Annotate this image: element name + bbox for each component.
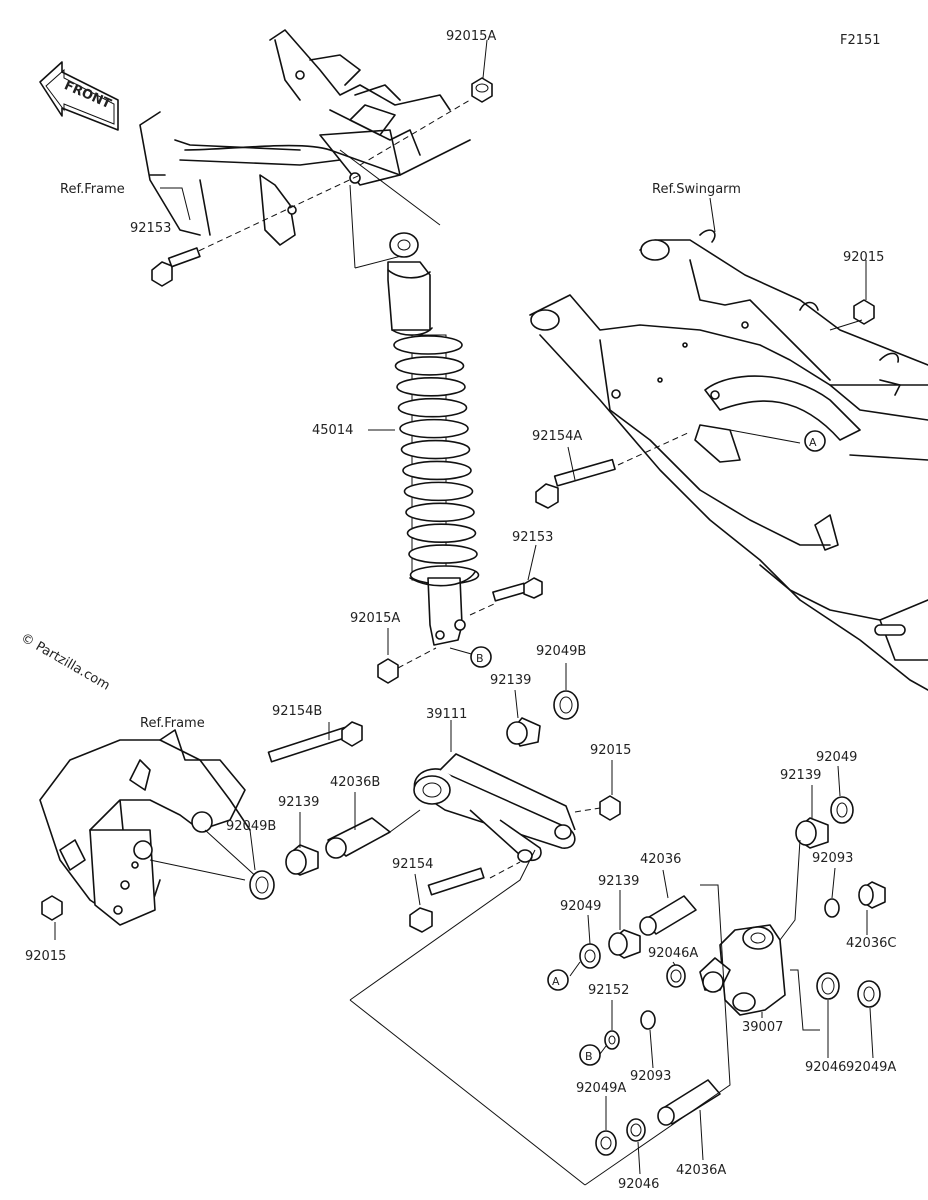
part-42036C: 42036C: [846, 936, 896, 951]
spring-coil: [396, 377, 466, 397]
spring-coil: [402, 460, 472, 481]
part-92049B-mid: 92049B: [536, 644, 586, 659]
part-92139-mid: 92139: [490, 673, 531, 688]
part-92015-mid: 92015: [590, 743, 631, 758]
bolt-92154B: [267, 721, 363, 763]
callout-b-mid: B: [470, 646, 492, 668]
nut-92015A-mid: [377, 647, 437, 684]
part-92015A-top: 92015A: [446, 29, 496, 44]
callout-a-low: A: [547, 969, 569, 991]
part-92093-low: 92093: [630, 1069, 671, 1084]
bolt-92153-mid: [469, 577, 543, 616]
part-92015A-mid: 92015A: [350, 611, 400, 626]
ref-swingarm: Ref.Swingarm: [652, 182, 741, 197]
washer-92152: [604, 1030, 620, 1050]
seal-92093-right: [824, 898, 840, 918]
bolt-92154: [409, 861, 521, 933]
part-92152: 92152: [588, 983, 629, 998]
part-92015-top: 92015: [843, 250, 884, 265]
bolt-92153-top: [151, 99, 471, 287]
lower-frame-drawing: [39, 729, 261, 926]
collar-92049B-left: [249, 870, 275, 900]
front-arrow-icon: FRONT: [39, 61, 119, 131]
spring-coil: [406, 523, 477, 543]
part-92046-low: 92046: [618, 1177, 659, 1192]
top-frame-drawing: [139, 29, 471, 269]
sleeve-92139-mid: [506, 717, 541, 747]
ref-frame-top: Ref.Frame: [60, 182, 125, 197]
callout-b-mid-label: B: [476, 652, 484, 665]
assembly-lines: [349, 839, 820, 1186]
part-45014: 45014: [312, 423, 353, 438]
callout-b-low-label: B: [585, 1050, 593, 1063]
collar-42036B: [325, 809, 421, 859]
callout-a-top-label: A: [809, 436, 817, 449]
collar-42036A: [657, 1079, 721, 1126]
nut-92015-mid: [574, 795, 621, 821]
spring-coil: [400, 439, 471, 460]
figure-code: F2151: [840, 33, 881, 48]
part-42036: 42036: [640, 852, 681, 867]
collar-42036C: [858, 881, 886, 909]
collar-92049-right: [830, 796, 854, 824]
callout-a-low-label: A: [552, 975, 560, 988]
part-92154B: 92154B: [272, 704, 322, 719]
part-92049A-right: 92049A: [846, 1060, 896, 1075]
part-92139-left: 92139: [278, 795, 319, 810]
bearing-92046A: [666, 964, 686, 988]
callout-a-top: A: [804, 430, 826, 452]
part-92153-mid: 92153: [512, 530, 553, 545]
part-42036A: 42036A: [676, 1163, 726, 1178]
part-92049-right: 92049: [816, 750, 857, 765]
part-92154A: 92154A: [532, 429, 582, 444]
collar-92049-low: [579, 943, 601, 969]
nut-92015-swingarm: [829, 299, 875, 331]
seal-92093-low: [640, 1010, 656, 1030]
sleeve-92139-low: [608, 929, 641, 959]
shock-absorber-45014: [387, 232, 480, 646]
collar-92049A-right: [857, 980, 881, 1008]
swingarm-drawing: [529, 229, 928, 691]
part-92049B-left: 92049B: [226, 819, 276, 834]
sleeve-92139-right: [795, 817, 829, 849]
part-92046-right: 92046: [805, 1060, 846, 1075]
spring-coil: [403, 481, 474, 502]
collar-92049B-mid: [553, 690, 579, 720]
sleeve-92139-left: [285, 844, 319, 876]
part-92093-right: 92093: [812, 851, 853, 866]
spring-coil: [408, 544, 478, 564]
spring-coil: [405, 502, 475, 523]
part-39111: 39111: [426, 707, 467, 722]
part-92139-low: 92139: [598, 874, 639, 889]
spring-coil: [397, 397, 468, 418]
ref-frame-bottom: Ref.Frame: [140, 716, 205, 731]
bearing-92046-right: [816, 972, 840, 1000]
spring-coil: [394, 356, 465, 376]
part-92049A-low: 92049A: [576, 1081, 626, 1096]
collar-92049A-low: [595, 1130, 617, 1156]
part-92153-top: 92153: [130, 221, 171, 236]
bearing-92046-low: [626, 1118, 646, 1142]
part-42036B: 42036B: [330, 775, 380, 790]
spring-coil: [393, 335, 463, 355]
bolt-92154A: [535, 431, 691, 509]
rocker-arm-39007: [699, 924, 786, 1016]
part-92049-low: 92049: [560, 899, 601, 914]
callout-b-low: B: [579, 1044, 601, 1066]
nut-92015-left: [41, 895, 63, 921]
part-92139-right: 92139: [780, 768, 821, 783]
tie-rod-39111: [413, 753, 576, 863]
part-92046A: 92046A: [648, 946, 698, 961]
part-92154: 92154: [392, 857, 433, 872]
watermark: © Partzilla.com: [18, 630, 112, 693]
part-92015-left: 92015: [25, 949, 66, 964]
nut-92015A-top: [471, 77, 493, 103]
spring-coil: [399, 418, 469, 439]
part-39007: 39007: [742, 1020, 783, 1035]
leader-lines: [54, 39, 874, 1175]
collar-42036: [639, 895, 697, 936]
